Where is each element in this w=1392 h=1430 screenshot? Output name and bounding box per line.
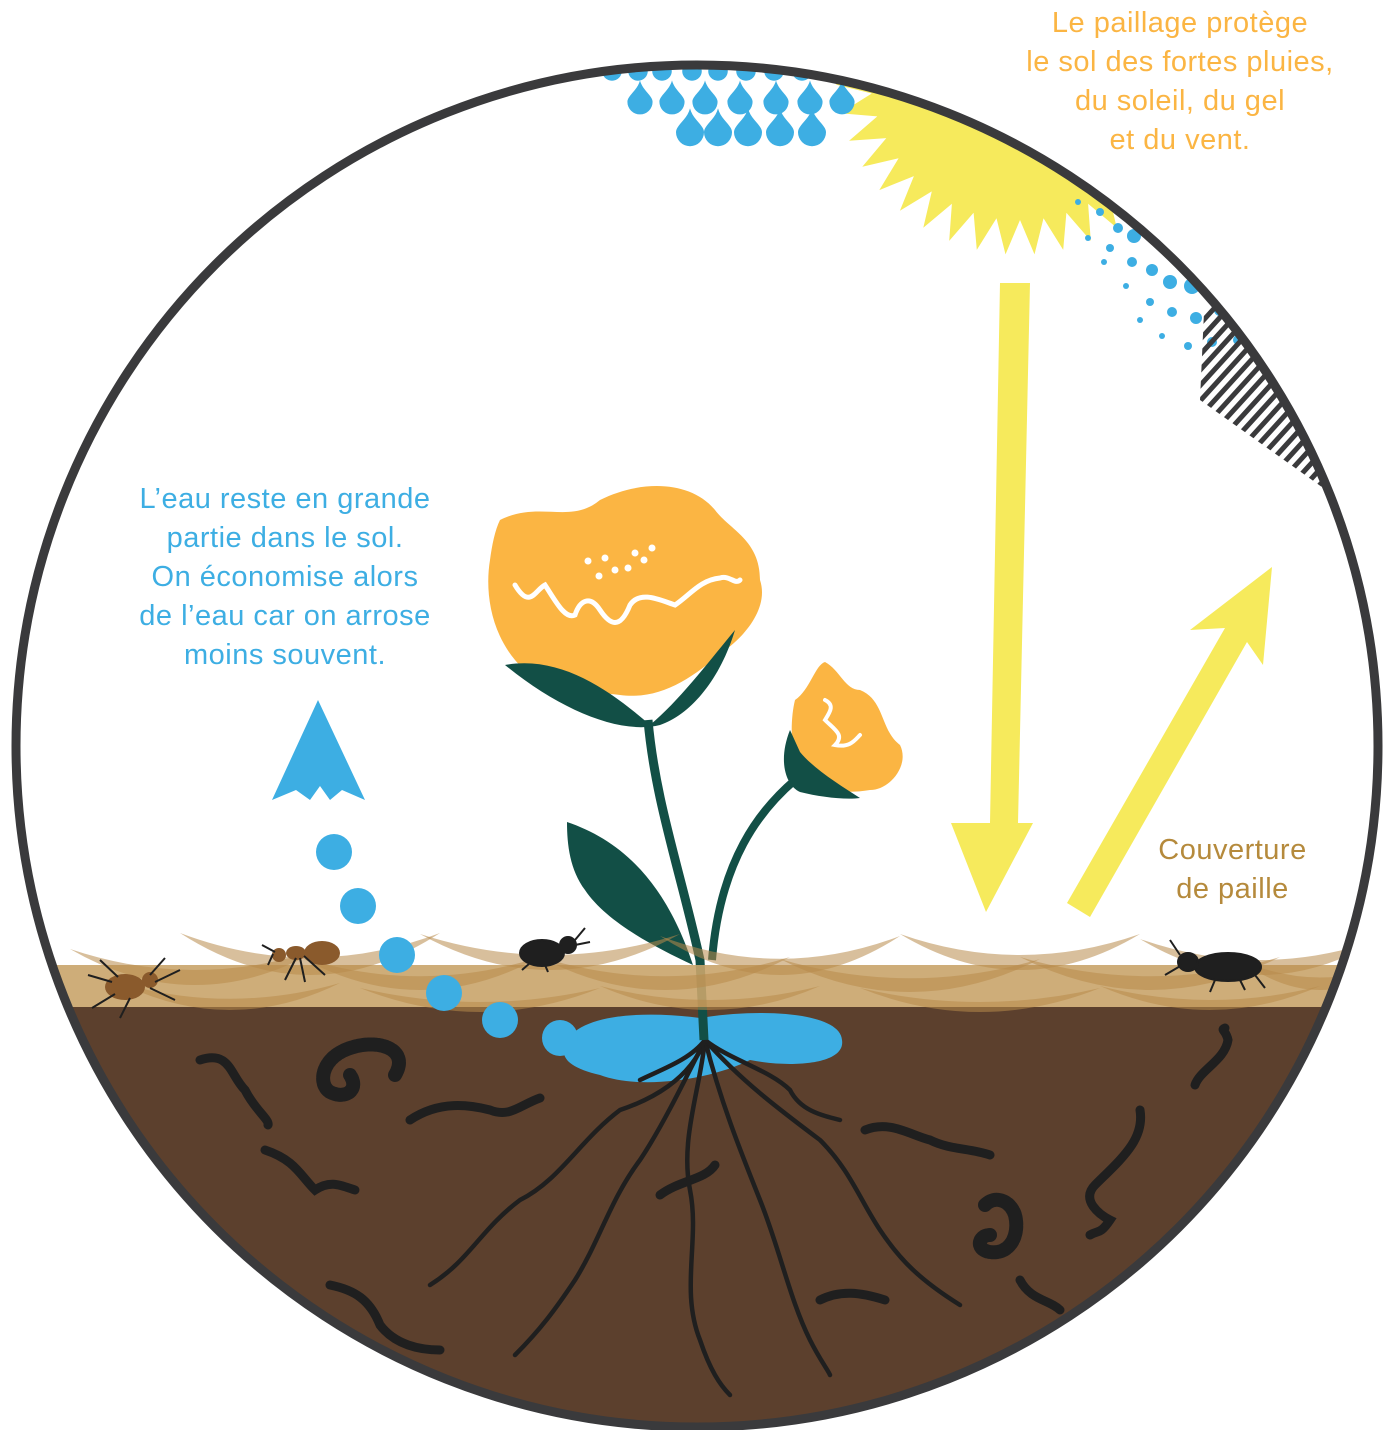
label-straw-cover: Couverture de paille — [1120, 831, 1345, 909]
wind-dot — [1137, 317, 1143, 323]
label-water-line: On économise alors — [95, 558, 475, 597]
wind-dot — [1163, 275, 1177, 289]
label-straw-line: Couverture — [1120, 831, 1345, 870]
raindrop — [845, 54, 865, 80]
hatch-line — [1320, 280, 1392, 500]
label-water-line: L’eau reste en grande — [95, 480, 475, 519]
label-protect-line: le sol des fortes pluies, — [985, 43, 1375, 82]
wind-dot — [1113, 223, 1123, 233]
hatch-line — [1376, 280, 1392, 500]
label-straw-line: de paille — [1120, 870, 1345, 909]
wind-dot — [1190, 312, 1202, 324]
label-protect-line: et du vent. — [985, 121, 1375, 160]
wind-dot — [1106, 244, 1114, 252]
wind-dot — [1096, 208, 1104, 216]
wind-dot — [1075, 199, 1081, 205]
wind-dot — [1146, 264, 1158, 276]
wind-dot — [1167, 307, 1177, 317]
wind-dot — [1085, 235, 1091, 241]
label-water-line: de l’eau car on arrose — [95, 597, 475, 636]
hatch-line — [1348, 280, 1392, 500]
wind-dot — [1146, 298, 1154, 306]
wind-dot — [1184, 342, 1192, 350]
wind-dot — [1123, 283, 1129, 289]
wind-dot — [1127, 257, 1137, 267]
wind-dot — [1204, 270, 1216, 282]
label-protect-line: Le paillage protège — [985, 4, 1375, 43]
wind-dot — [1101, 259, 1107, 265]
label-water-line: partie dans le sol. — [95, 519, 475, 558]
raindrop — [868, 54, 888, 80]
label-mulch-protects: Le paillage protège le sol des fortes pl… — [985, 4, 1375, 160]
hatch-line — [1362, 280, 1392, 500]
label-water-retained: L’eau reste en grande partie dans le sol… — [95, 480, 475, 675]
wind-dot — [1159, 333, 1165, 339]
label-protect-line: du soleil, du gel — [985, 82, 1375, 121]
label-water-line: moins souvent. — [95, 636, 475, 675]
hatch-line — [1334, 280, 1392, 500]
